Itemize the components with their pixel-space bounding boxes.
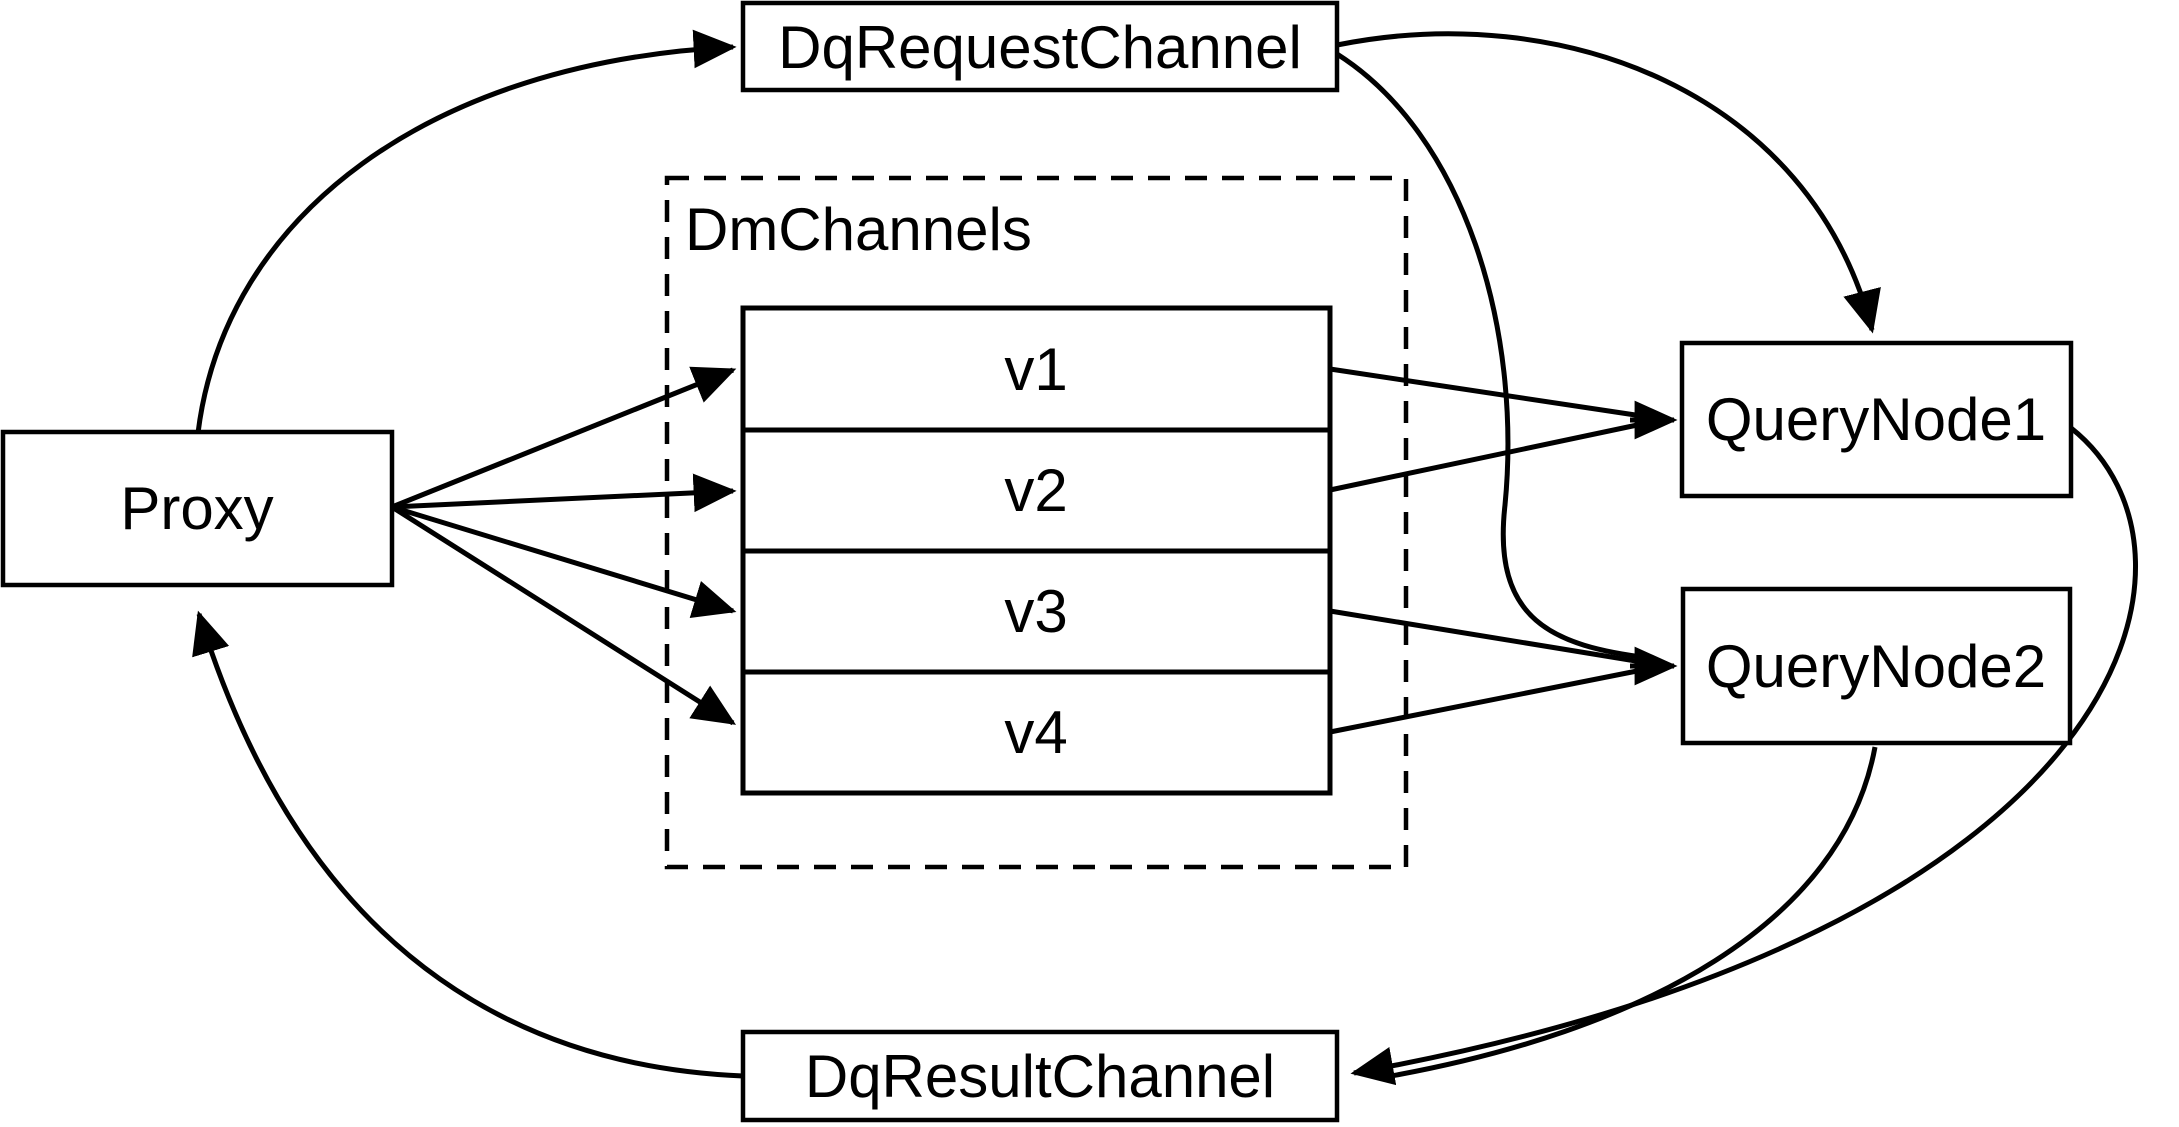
dq-request-channel-node: DqRequestChannel <box>740 0 1340 93</box>
channel-stack: v1 v2 v3 v4 <box>740 305 1333 796</box>
channel-v3-label: v3 <box>1004 578 1067 645</box>
arrow-proxy-to-v4 <box>390 504 737 726</box>
query-node-2: QueryNode2 <box>1680 586 2073 746</box>
arrow-v3-to-querynode2 <box>1329 608 1643 665</box>
arrow-proxy-to-dqrequestchannel <box>195 29 737 434</box>
channel-v1-label: v1 <box>1004 336 1067 403</box>
query-node-1-box <box>1679 340 2074 499</box>
proxy-node: Proxy <box>0 429 395 588</box>
dq-result-channel-box <box>740 1029 1340 1123</box>
arrow-v1-to-querynode1 <box>1329 366 1643 419</box>
arrow-proxy-to-v3 <box>391 504 737 619</box>
query-node-2-box <box>1680 586 2073 746</box>
arrow-dqrequestchannel-to-querynode1 <box>1336 31 1881 334</box>
arrow-v4-to-querynode2 <box>1329 667 1643 735</box>
arrow-dqrequestchannel-to-querynode2 <box>1335 51 1651 661</box>
dq-request-channel-box <box>740 0 1340 93</box>
proxy-node-label: Proxy <box>120 475 273 542</box>
arrow-dqresultchannel-to-proxy <box>192 610 744 1079</box>
arrow-proxy-to-v1 <box>391 366 737 510</box>
query-node-2-label: QueryNode2 <box>1706 633 2046 700</box>
query-node-1-label: QueryNode1 <box>1706 386 2046 453</box>
arrow-v2-to-querynode1 <box>1329 421 1643 493</box>
arrow-querynode1-to-dqresultchannel <box>1350 426 2138 1086</box>
channel-v2-label: v2 <box>1004 457 1067 524</box>
dq-result-channel-node: DqResultChannel <box>740 1029 1340 1123</box>
arrow-proxy-to-v2 <box>391 473 737 513</box>
query-node-1: QueryNode1 <box>1679 340 2074 499</box>
dq-result-channel-label: DqResultChannel <box>805 1043 1275 1110</box>
arrow-querynode2-to-dqresultchannel <box>1379 746 1878 1081</box>
channel-v4-label: v4 <box>1004 699 1067 766</box>
proxy-node-box <box>0 429 395 588</box>
dm-channels-group-label: DmChannels <box>685 196 1032 263</box>
dm-channels-group: DmChannels <box>664 175 1409 870</box>
dq-request-channel-label: DqRequestChannel <box>778 14 1302 81</box>
dm-channels-group-border <box>664 175 1409 870</box>
